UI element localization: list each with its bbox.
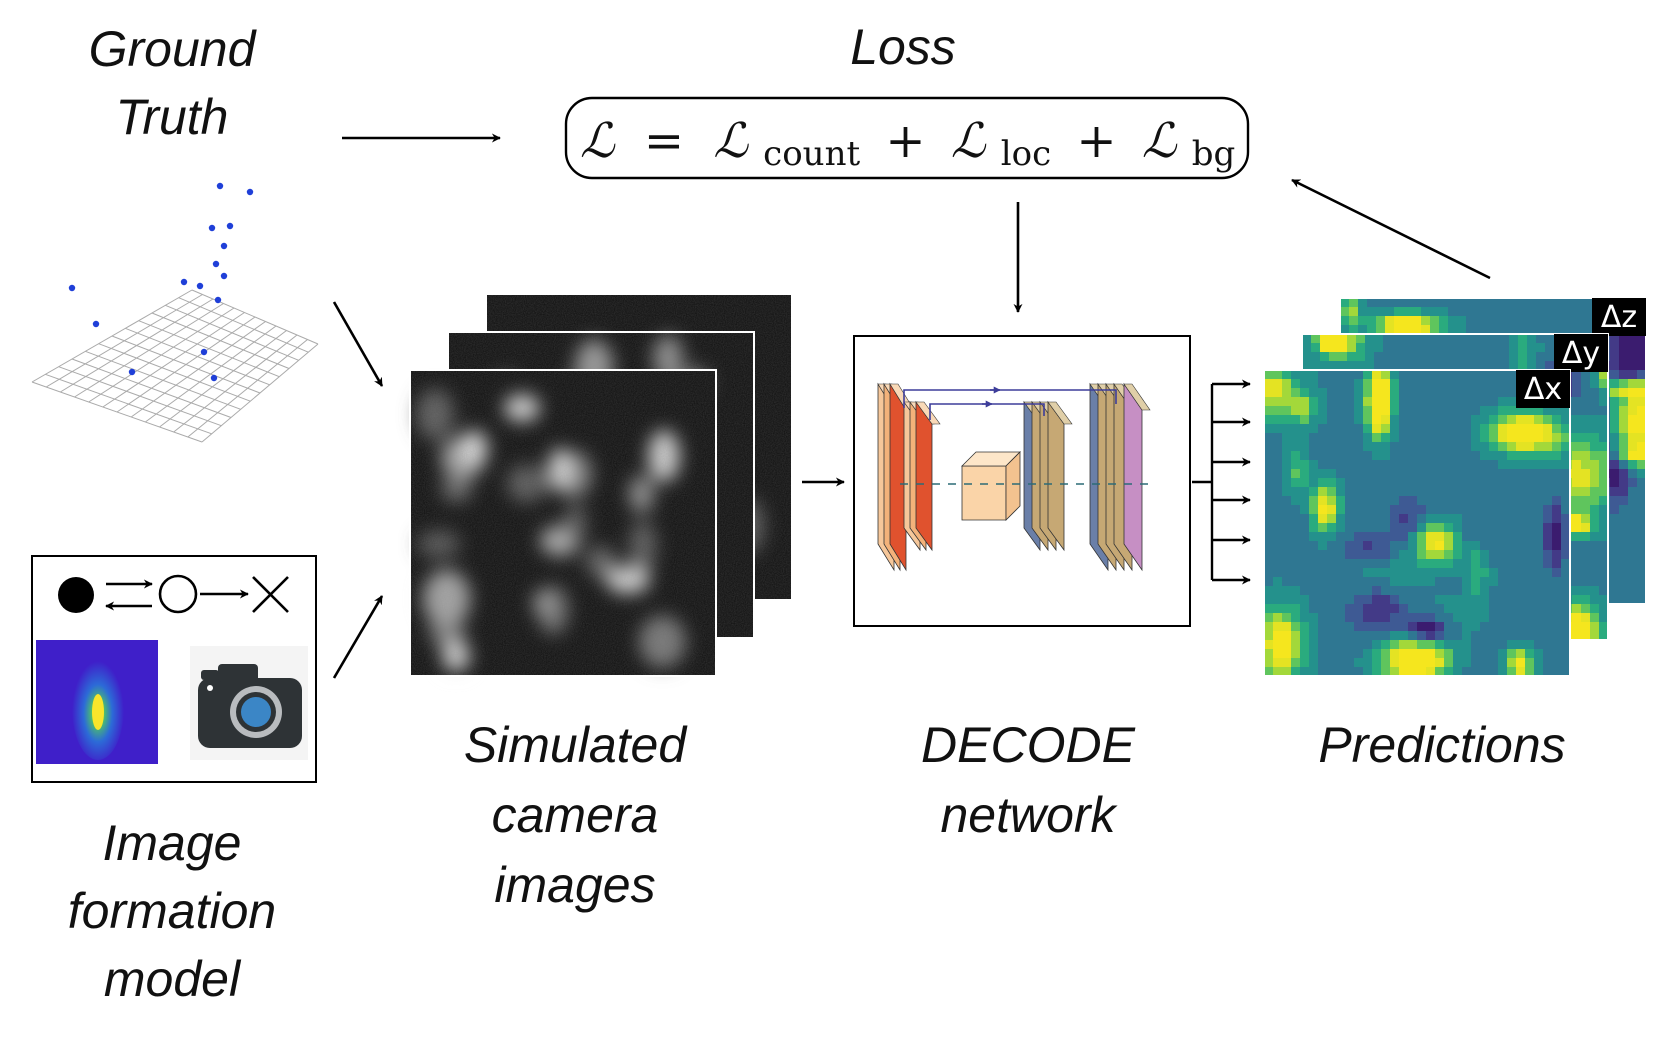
decode-network-label: DECODE network (921, 717, 1136, 843)
grid-line (159, 330, 287, 428)
camera-icon (190, 646, 308, 760)
emitter-dot (200, 348, 208, 356)
loss-formula: ℒ = ℒ count + ℒ loc + ℒ bg (580, 113, 1235, 177)
emitter-dot (128, 368, 136, 376)
image-formation-line3: model (104, 951, 242, 1007)
loss-formula-box (564, 96, 1250, 180)
prediction-tag: Δx (1524, 372, 1562, 407)
prediction-map-dx: Δx (1263, 369, 1571, 677)
grid-line (187, 339, 308, 438)
emitter-dot (220, 242, 228, 250)
network-output-arrows (1192, 379, 1251, 585)
encoder-layer (915, 400, 941, 552)
emitter-dot (220, 272, 228, 280)
grid-line (125, 327, 270, 386)
grid-line (130, 321, 266, 418)
decode-line1: DECODE (921, 717, 1136, 773)
prediction-tag-bg (1592, 298, 1646, 336)
cross-icon (252, 576, 289, 613)
decoder-layer (1123, 382, 1151, 572)
emitter-dot (212, 260, 220, 268)
simulated-line2: camera (492, 787, 659, 843)
loss-plus-2: + (1076, 113, 1116, 169)
psf-image (36, 640, 158, 764)
emitter-dot (216, 182, 224, 190)
ground-truth-label: Ground Truth (89, 21, 258, 145)
emitter-points (68, 182, 254, 382)
emitter-dot (68, 284, 76, 292)
simulated-camera-image-stack (409, 293, 793, 677)
loss-count-symbol: ℒ (713, 113, 749, 169)
simulated-images-label: Simulated camera images (464, 717, 689, 913)
prediction-tag: Δz (1601, 300, 1637, 335)
emitter-dot (180, 278, 188, 286)
loss-bg-symbol: ℒ (1142, 113, 1178, 169)
bottleneck-block (961, 451, 1021, 521)
predictions-label: Predictions (1318, 717, 1565, 773)
emitter-dot (226, 222, 234, 230)
grid-line (173, 334, 298, 433)
arrow-predictions-to-loss (1291, 178, 1491, 280)
decoder-layer (1047, 400, 1073, 552)
prediction-tag-bg (1516, 370, 1570, 408)
prediction-tag: Δy (1562, 336, 1600, 371)
arrow-groundtruth-to-images (332, 301, 384, 387)
loss-total-symbol: ℒ (580, 113, 616, 169)
skip-connection-outer (903, 389, 1117, 408)
emitter-dot (196, 282, 204, 290)
ground-truth-line2: Truth (116, 89, 229, 145)
ground-truth-line1: Ground (89, 21, 258, 77)
ground-truth-3d-grid (31, 289, 319, 443)
skip-connections (903, 386, 1117, 420)
emitter-dot (214, 296, 222, 304)
emitter-dot (208, 224, 216, 232)
grid-line (178, 297, 309, 353)
filled-circle-icon (58, 577, 94, 613)
loss-bg-subscript: bg (1192, 134, 1236, 174)
image-formation-line1: Image (103, 815, 242, 871)
empty-circle-icon (158, 574, 198, 614)
grid-line (116, 316, 256, 413)
loss-loc-symbol: ℒ (951, 113, 987, 169)
camera-frame-3 (409, 369, 717, 677)
grid-line (201, 343, 319, 443)
simulated-line1: Simulated (464, 717, 689, 773)
loss-title: Loss (850, 19, 956, 75)
unet-architecture (877, 382, 1151, 572)
emitter-dot (210, 374, 218, 382)
emitter-dot (246, 188, 254, 196)
prediction-tag-bg (1554, 334, 1608, 372)
loss-equals: = (644, 113, 684, 169)
simulated-line3: images (494, 857, 655, 913)
loss-plus-1: + (885, 113, 925, 169)
image-formation-line2: formation (68, 883, 276, 939)
loss-count-subscript: count (763, 134, 860, 174)
loss-loc-subscript: loc (1001, 134, 1051, 174)
image-formation-label: Image formation model (68, 815, 276, 1007)
grid-line (138, 320, 280, 378)
grid-line (191, 289, 319, 345)
emitter-dot (92, 320, 100, 328)
decode-line2: network (940, 787, 1118, 843)
arrow-model-to-images (332, 595, 384, 679)
